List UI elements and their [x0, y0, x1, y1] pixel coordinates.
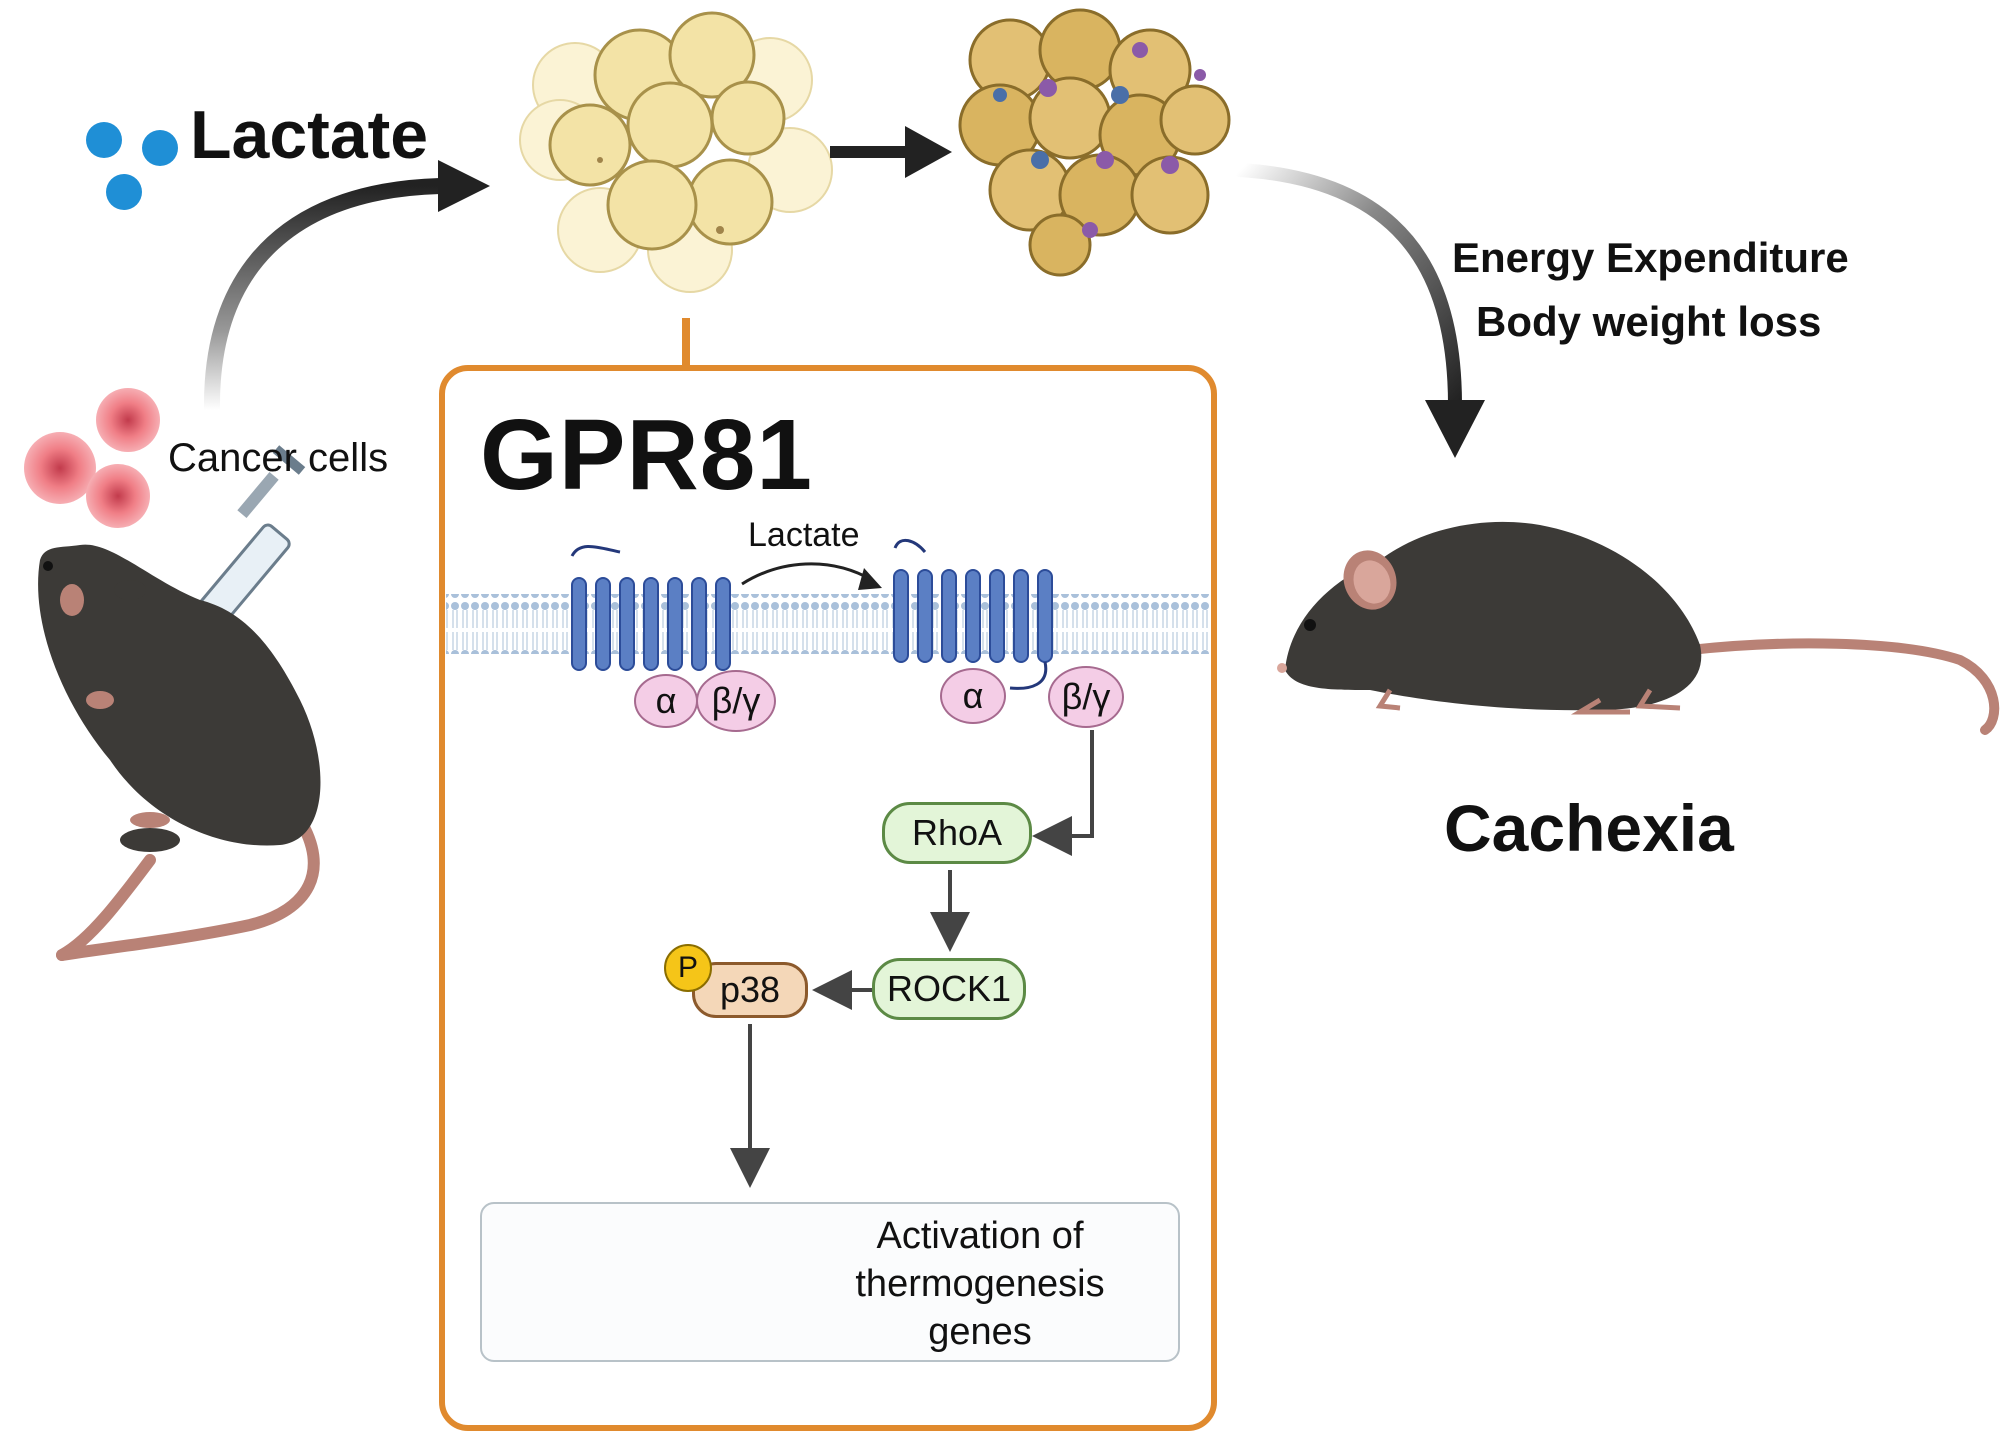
curved-arrow-up [203, 178, 448, 418]
gbetagamma-subunit-inactive: β/γ [696, 670, 776, 732]
p38-node: p38 [692, 962, 808, 1018]
phosphorylation-badge: P [664, 944, 712, 992]
cancer-cells-icon [24, 388, 160, 528]
curved-arrow-down-head [1425, 400, 1485, 458]
galpha-subunit-active: α [940, 668, 1006, 724]
mouse-cachexia-icon [1277, 521, 2000, 735]
gbetagamma-subunit-active: β/γ [1048, 666, 1124, 728]
receptor-active-icon [893, 538, 1053, 690]
rock1-node: ROCK1 [872, 958, 1026, 1020]
curved-arrow-down [1233, 163, 1462, 412]
lactate-molecules-icon [86, 122, 178, 210]
lactate-binding-arrow [741, 562, 873, 586]
arrow-white-to-brown-head [905, 126, 952, 178]
body-weight-loss-label: Body weight loss [1476, 298, 1822, 345]
cancer-cells-label: Cancer cells [168, 436, 389, 480]
curved-arrow-up-head [438, 160, 490, 212]
arrow-bg-to-rhoa [1032, 730, 1094, 856]
cachexia-label: Cachexia [1444, 791, 1734, 865]
lactate-ligand-label: Lactate [748, 516, 860, 554]
browned-adipocyte-cluster-icon [958, 8, 1231, 277]
gene-activation-box [480, 1202, 1180, 1362]
lactate-title: Lactate [190, 97, 429, 173]
white-adipocyte-cluster-icon [519, 11, 833, 293]
receptor-inactive-icon [570, 545, 731, 671]
gpr81-title: GPR81 [480, 399, 813, 511]
mouse-injected-icon [38, 544, 321, 961]
energy-expenditure-label: Energy Expenditure [1452, 234, 1849, 281]
cell-membrane [446, 594, 1210, 654]
galpha-subunit-inactive: α [634, 674, 698, 728]
gene-activation-label: Activation of thermogenesis genes [855, 1215, 1105, 1353]
rhoa-node: RhoA [882, 802, 1032, 864]
